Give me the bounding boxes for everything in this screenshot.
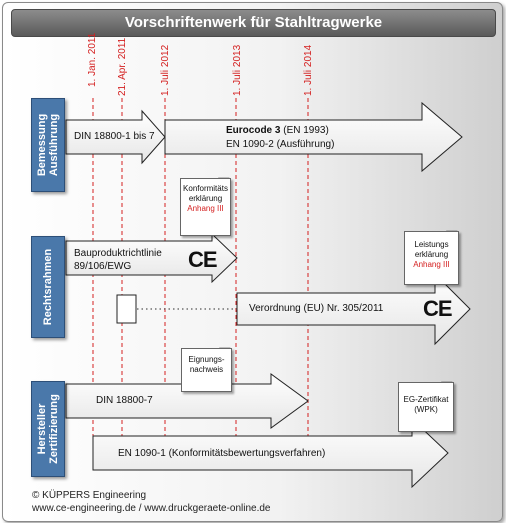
doc-konformitaet-line1: Konformitäts — [183, 184, 228, 193]
arrow-label-en1090-1: EN 1090-1 (Konformitätsbewertungsverfahr… — [118, 448, 326, 459]
doc-leistung: Leistungs erklärung Anhang III — [404, 231, 459, 285]
arrow-din18800 — [65, 109, 166, 165]
doc-konformitaet-line2: erklärung — [188, 194, 223, 203]
doc-konformitaet-line3: Anhang III — [187, 204, 224, 213]
arrow-label-eurocode-rest: (EN 1993) — [280, 125, 329, 136]
section-label-hersteller: Hersteller Zertifizierung — [31, 381, 65, 477]
arrow-label-bauprodukt-2: 89/106/EWG — [74, 261, 132, 272]
doc-eg-line1: EG-Zertifikat — [403, 395, 449, 404]
section-label-bemessung-text: Bemessung Ausführung — [36, 113, 60, 177]
arrow-verordnung — [236, 272, 471, 346]
arrow-label-verordnung: Verordnung (EU) Nr. 305/2011 — [249, 303, 384, 314]
arrow-en1090-1 — [92, 417, 449, 489]
title-bar: Vorschriftenwerk für Stahltragwerke — [11, 9, 496, 37]
arrow-label-din18800: DIN 18800-1 bis 7 — [74, 131, 155, 142]
doc-eignung-line2: nachweis — [189, 365, 224, 374]
ce-mark-verordnung: CE — [423, 296, 453, 321]
section-label-bemessung: Bemessung Ausführung — [31, 98, 65, 192]
arrow-label-en1090-2: EN 1090-2 (Ausführung) — [226, 139, 335, 150]
arrow-label-bauprodukt-1: Bauproduktrichtlinie — [74, 248, 162, 259]
arrow-label-eurocode: Eurocode 3 (EN 1993) — [226, 125, 329, 137]
doc-eignung: Eignungs- nachweis — [181, 348, 232, 392]
arrow-eurocode — [164, 101, 463, 173]
footer-copyright: © KÜPPERS Engineering — [32, 490, 147, 501]
doc-leistung-line2: erklärung — [414, 250, 449, 259]
verordnung-start-marker — [116, 294, 137, 324]
page-title: Vorschriftenwerk für Stahltragwerke — [124, 14, 383, 31]
section-label-hersteller-text: Hersteller Zertifizierung — [36, 394, 60, 464]
doc-leistung-line1: Leistungs — [414, 240, 449, 249]
doc-eg-line2: (WPK) — [414, 405, 438, 414]
doc-eg-zertifikat: EG-Zertifikat (WPK) — [398, 382, 454, 432]
arrow-label-din18800-7: DIN 18800-7 — [96, 395, 153, 406]
doc-konformitaet: Konformitäts erklärung Anhang III — [180, 178, 231, 236]
doc-leistung-line3: Anhang III — [413, 260, 450, 269]
section-label-recht: Rechtsrahmen — [31, 236, 65, 338]
section-label-recht-text: Rechtsrahmen — [42, 248, 54, 326]
footer-urls: www.ce-engineering.de / www.druckgeraete… — [32, 503, 271, 514]
ce-mark-bauprodukt: CE — [188, 247, 218, 272]
arrow-bauprodukt — [65, 232, 238, 284]
arrow-din18800-7 — [65, 373, 309, 429]
doc-eignung-line1: Eignungs- — [188, 355, 225, 364]
arrow-label-eurocode-bold: Eurocode 3 — [226, 125, 281, 136]
